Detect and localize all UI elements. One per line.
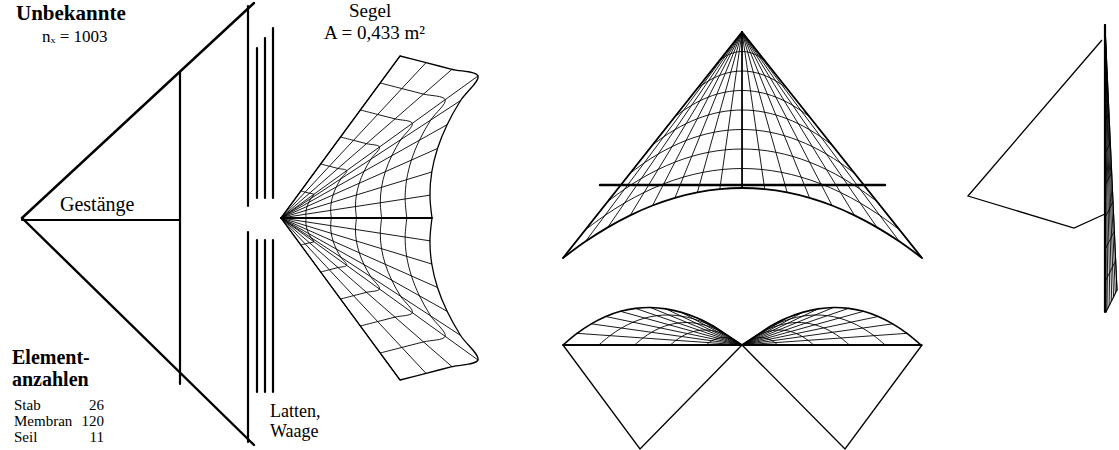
batten <box>256 240 258 392</box>
mesh-line <box>742 32 922 258</box>
mesh-line <box>321 218 347 272</box>
kite-side-view <box>968 25 1117 312</box>
mesh-line <box>341 137 380 218</box>
batten <box>247 232 249 442</box>
membrane-edge <box>281 217 432 218</box>
mesh-line <box>1106 231 1115 248</box>
membrane-edge <box>281 218 400 380</box>
heading: Element- anzahlen <box>10 346 108 390</box>
mesh-line <box>1105 143 1110 153</box>
mesh-line <box>635 308 742 345</box>
table-cell: 11 <box>88 429 106 446</box>
mesh-line <box>321 164 347 218</box>
mesh-line <box>281 218 447 311</box>
mesh-line <box>666 309 742 345</box>
spar <box>741 32 743 188</box>
spar <box>22 219 180 221</box>
table-cell: Seil <box>12 429 39 446</box>
membrane-edge <box>713 326 742 345</box>
mesh-line <box>281 69 452 218</box>
table-cell: 26 <box>87 397 106 414</box>
mesh-line <box>742 317 878 345</box>
membrane-edge <box>563 308 713 345</box>
batten <box>272 28 274 198</box>
membrane-edge <box>1106 290 1117 312</box>
mesh-line <box>742 312 803 345</box>
part-name: Gestänge <box>58 193 136 215</box>
membrane-edge <box>771 308 921 345</box>
membrane-edge <box>563 32 742 258</box>
membrane-edge <box>742 326 771 345</box>
membrane-edge <box>1105 25 1117 290</box>
table-cell: Stab <box>12 397 43 414</box>
mesh-line <box>1106 261 1116 281</box>
mesh-line <box>281 125 447 218</box>
mesh-line <box>281 63 426 218</box>
spar <box>22 218 254 445</box>
bridle <box>563 345 922 449</box>
mesh-line <box>563 32 742 258</box>
mesh-line <box>281 218 432 219</box>
membrane-edge <box>400 56 478 218</box>
table-cell: Membran <box>12 413 74 430</box>
membrane-edge <box>742 32 922 258</box>
mesh-line <box>281 56 400 218</box>
mesh-line <box>380 83 445 218</box>
mesh-line <box>713 326 742 345</box>
batten <box>264 240 266 392</box>
kite-bottom-view <box>563 308 922 449</box>
mesh-line <box>281 218 400 380</box>
spar <box>179 72 181 384</box>
mesh-line <box>742 326 771 345</box>
bridle <box>968 40 1105 228</box>
dimension: A = 0,433 m² <box>322 23 427 44</box>
membrane-edge <box>400 218 478 380</box>
mesh-line <box>301 191 314 218</box>
mesh-line <box>742 308 849 345</box>
mesh-line <box>360 110 412 218</box>
batten <box>256 48 258 198</box>
spar <box>22 3 254 218</box>
membrane-edge <box>281 56 400 218</box>
mesh-line <box>742 309 818 345</box>
membrane-edge <box>563 188 922 258</box>
mesh-line <box>681 312 742 345</box>
part-name: Segel <box>347 1 393 22</box>
mesh-line <box>742 32 743 188</box>
mesh-line <box>281 218 426 373</box>
mesh-line <box>281 218 461 336</box>
mesh-line <box>341 218 380 299</box>
batten <box>247 6 249 206</box>
heading: Unbekannte <box>14 2 128 25</box>
mesh-line <box>281 101 461 219</box>
mesh-line <box>281 218 432 219</box>
sail-mesh <box>281 56 478 380</box>
batten <box>272 240 274 392</box>
value: nₓ = 1003 <box>40 28 110 47</box>
mesh-line <box>1105 113 1109 120</box>
mesh-line <box>281 218 452 367</box>
mesh-line <box>1106 172 1112 184</box>
membrane-edge <box>1105 25 1106 312</box>
part-name: Latten, Waage <box>268 402 342 442</box>
batten <box>264 38 266 198</box>
table-cell: 120 <box>80 413 107 430</box>
mesh-line <box>380 218 445 353</box>
battens <box>248 6 273 442</box>
mesh-line <box>1106 202 1113 217</box>
mesh-line <box>281 218 478 360</box>
kite-front-view <box>563 32 922 258</box>
mesh-line <box>360 218 412 326</box>
membrane-edge <box>281 217 432 218</box>
mesh-line <box>1105 25 1117 290</box>
mesh-line <box>606 317 742 345</box>
mesh-line <box>301 218 314 245</box>
mesh-line <box>281 76 478 218</box>
